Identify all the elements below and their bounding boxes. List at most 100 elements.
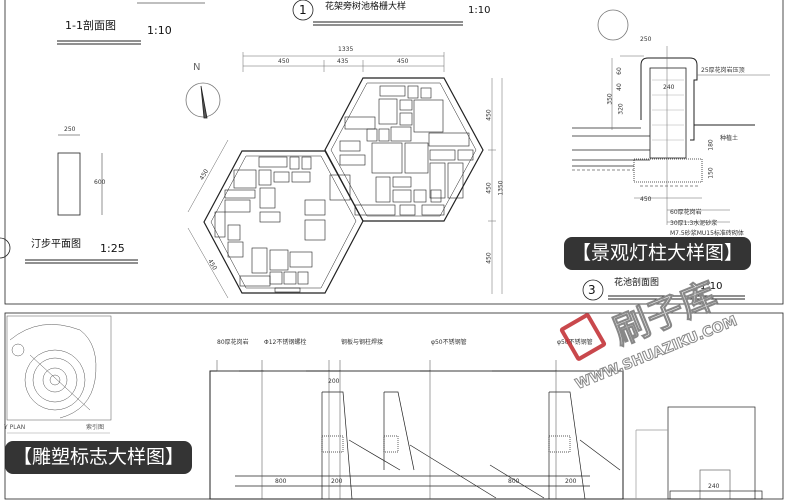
grate-slat	[366, 128, 378, 142]
grate-slat	[273, 171, 290, 183]
grate-slat	[421, 204, 445, 216]
grate-slat	[233, 169, 257, 189]
planter-dim-inner: 240	[663, 84, 675, 91]
grate-slat	[375, 176, 391, 203]
grate-slat	[301, 156, 312, 170]
section-1-1-scale: 1:10	[147, 24, 172, 37]
callout-pipe-1: φ50不锈钢管	[431, 339, 467, 346]
lamp-post-overlay-label: 【景观灯柱大样图】	[564, 237, 752, 270]
stepping-plan-title: 汀步平面图	[31, 239, 81, 250]
planter-dim-v4: 180	[707, 139, 715, 151]
title-underlines	[25, 21, 745, 300]
grate-slat	[404, 142, 429, 174]
detail-dim: 240	[708, 483, 720, 490]
grate-slat	[269, 271, 283, 285]
planter-dim-v3: 320	[617, 103, 625, 115]
grate-slat	[251, 247, 268, 274]
grate-slat	[297, 271, 309, 285]
index-circle-1	[292, 0, 314, 21]
grate-slat	[289, 156, 300, 170]
planter-note-soil: 种植土	[720, 135, 739, 142]
grate-slats	[214, 85, 474, 293]
callout-bolt: Φ12不锈钢螺栓	[264, 339, 307, 346]
stepping-stone-plan	[0, 134, 103, 259]
index-number-3: 3	[588, 283, 596, 297]
grate-slat	[392, 189, 412, 203]
grate-slat	[354, 204, 396, 216]
grate-dim-r3: 450	[485, 252, 493, 264]
callout-granite: 80厚花岗岩	[217, 339, 249, 346]
grate-slat	[304, 199, 326, 216]
grate-slat	[259, 187, 276, 209]
planter-note-brick: M7.5砂浆MU15标准砖砌体	[670, 230, 744, 237]
planter-note-coping: 25厚花岗岩压顶	[701, 67, 745, 74]
callout-pipe-2: φ50不锈钢管	[557, 339, 593, 346]
elev-dim-3: 200	[331, 478, 343, 485]
planter-section	[572, 9, 770, 225]
grate-slat	[429, 162, 446, 199]
grate-slat	[289, 251, 313, 268]
grate-slat	[407, 85, 419, 99]
planter-dim-top: 250	[640, 36, 652, 43]
grate-dim-a: 450	[278, 58, 290, 65]
grate-slat	[420, 87, 432, 99]
grate-slat	[269, 249, 289, 271]
elev-dim-5: 200	[565, 478, 577, 485]
index-circle-3	[582, 279, 604, 301]
grate-slat	[430, 189, 442, 203]
grate-slat	[283, 271, 297, 285]
grate-slat	[291, 171, 311, 183]
planter-dim-v2: 40	[615, 83, 623, 91]
grate-slat	[258, 156, 288, 168]
grate-dimension-lines	[187, 52, 503, 299]
grate-dim-total: 1335	[338, 46, 354, 53]
planter-section-title: 花池剖面图	[614, 278, 660, 288]
grate-slat	[378, 98, 398, 125]
grate-slat	[457, 149, 474, 161]
top-panel-frame	[4, 0, 784, 305]
planter-note-mortar: 30厚1:3水泥砂浆	[670, 220, 718, 227]
grate-slat	[339, 140, 361, 152]
planter-dim-base: 450	[640, 196, 652, 203]
planter-note-granite: 60厚花岗岩	[670, 209, 702, 216]
grate-dim-c: 450	[397, 58, 409, 65]
grate-slat	[428, 132, 470, 147]
planter-section-scale: 1:10	[700, 281, 723, 292]
north-arrow-icon	[185, 82, 221, 119]
grate-slat	[379, 85, 406, 97]
planter-dim-v5: 150	[707, 167, 715, 179]
grate-dim-r1: 450	[485, 109, 493, 121]
north-label: N	[193, 62, 201, 73]
grate-dim-r2: 450	[485, 182, 493, 194]
grate-slat	[239, 275, 271, 287]
grate-slat	[447, 162, 464, 199]
grate-dim-r-total: 1350	[497, 180, 505, 196]
grate-slat	[344, 116, 376, 130]
planter-dim-v-total: 350	[606, 93, 614, 105]
index-plan-map	[6, 315, 112, 434]
grate-slat	[329, 174, 351, 201]
grate-slat	[371, 142, 403, 174]
index-number-1: 1	[299, 3, 307, 17]
grate-slat	[224, 189, 256, 199]
grate-slat	[429, 149, 456, 161]
section-1-1-title: 1-1剖面图	[65, 19, 116, 32]
grate-dim-b: 435	[337, 58, 349, 65]
stepping-plan-scale: 1:25	[100, 242, 125, 255]
grate-slat	[413, 99, 444, 133]
grate-slat	[339, 154, 366, 166]
grate-slat	[413, 189, 427, 203]
elev-dim-1: 200	[328, 378, 340, 385]
grate-slat	[399, 204, 416, 216]
grate-slat	[259, 211, 281, 223]
grate-slat	[390, 126, 412, 142]
index-plan-title: 索引图	[86, 424, 105, 431]
callout-welding: 钢板与钢柱焊接	[341, 339, 384, 346]
tree-grate-hexagons	[203, 77, 484, 294]
elev-dim-2: 800	[275, 478, 287, 485]
tree-grate-scale: 1:10	[468, 5, 491, 16]
grate-slat	[399, 99, 413, 111]
grate-slat	[378, 128, 390, 142]
